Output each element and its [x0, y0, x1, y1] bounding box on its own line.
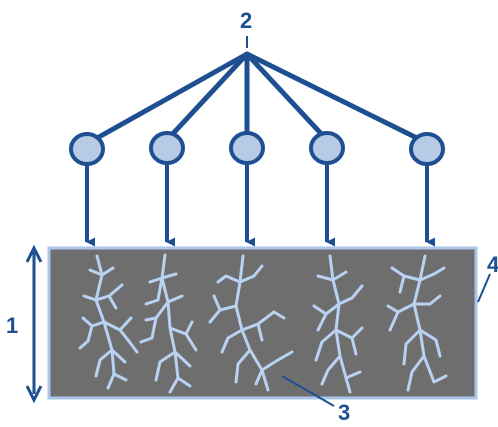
label-block: 4 — [487, 252, 498, 277]
label-channels-leader — [281, 375, 335, 407]
fan-line — [164, 51, 250, 143]
label-thickness: 1 — [6, 313, 18, 338]
thickness-dimension — [25, 244, 43, 404]
dimension-arrowhead-top — [25, 244, 43, 263]
fan-line — [244, 51, 330, 143]
source-node — [69, 132, 105, 166]
label-block-leader — [477, 273, 491, 303]
source-node — [409, 132, 445, 166]
fan-line — [87, 51, 250, 145]
source-node — [309, 131, 345, 165]
channel-tree — [312, 254, 364, 394]
source-node — [149, 131, 185, 165]
channel-tree — [139, 253, 198, 394]
channel-tree — [208, 254, 294, 392]
channel-tree — [78, 254, 139, 390]
source-nodes — [69, 131, 445, 166]
channels — [78, 253, 448, 394]
label-sources: 2 — [240, 8, 252, 33]
fan-line — [244, 51, 428, 145]
injection-arrows — [85, 163, 435, 247]
label-channels: 3 — [338, 400, 350, 425]
dimension-arrowhead-bottom — [25, 385, 43, 404]
fan-lines — [87, 51, 428, 145]
source-node — [229, 131, 265, 165]
channel-tree — [386, 254, 448, 392]
